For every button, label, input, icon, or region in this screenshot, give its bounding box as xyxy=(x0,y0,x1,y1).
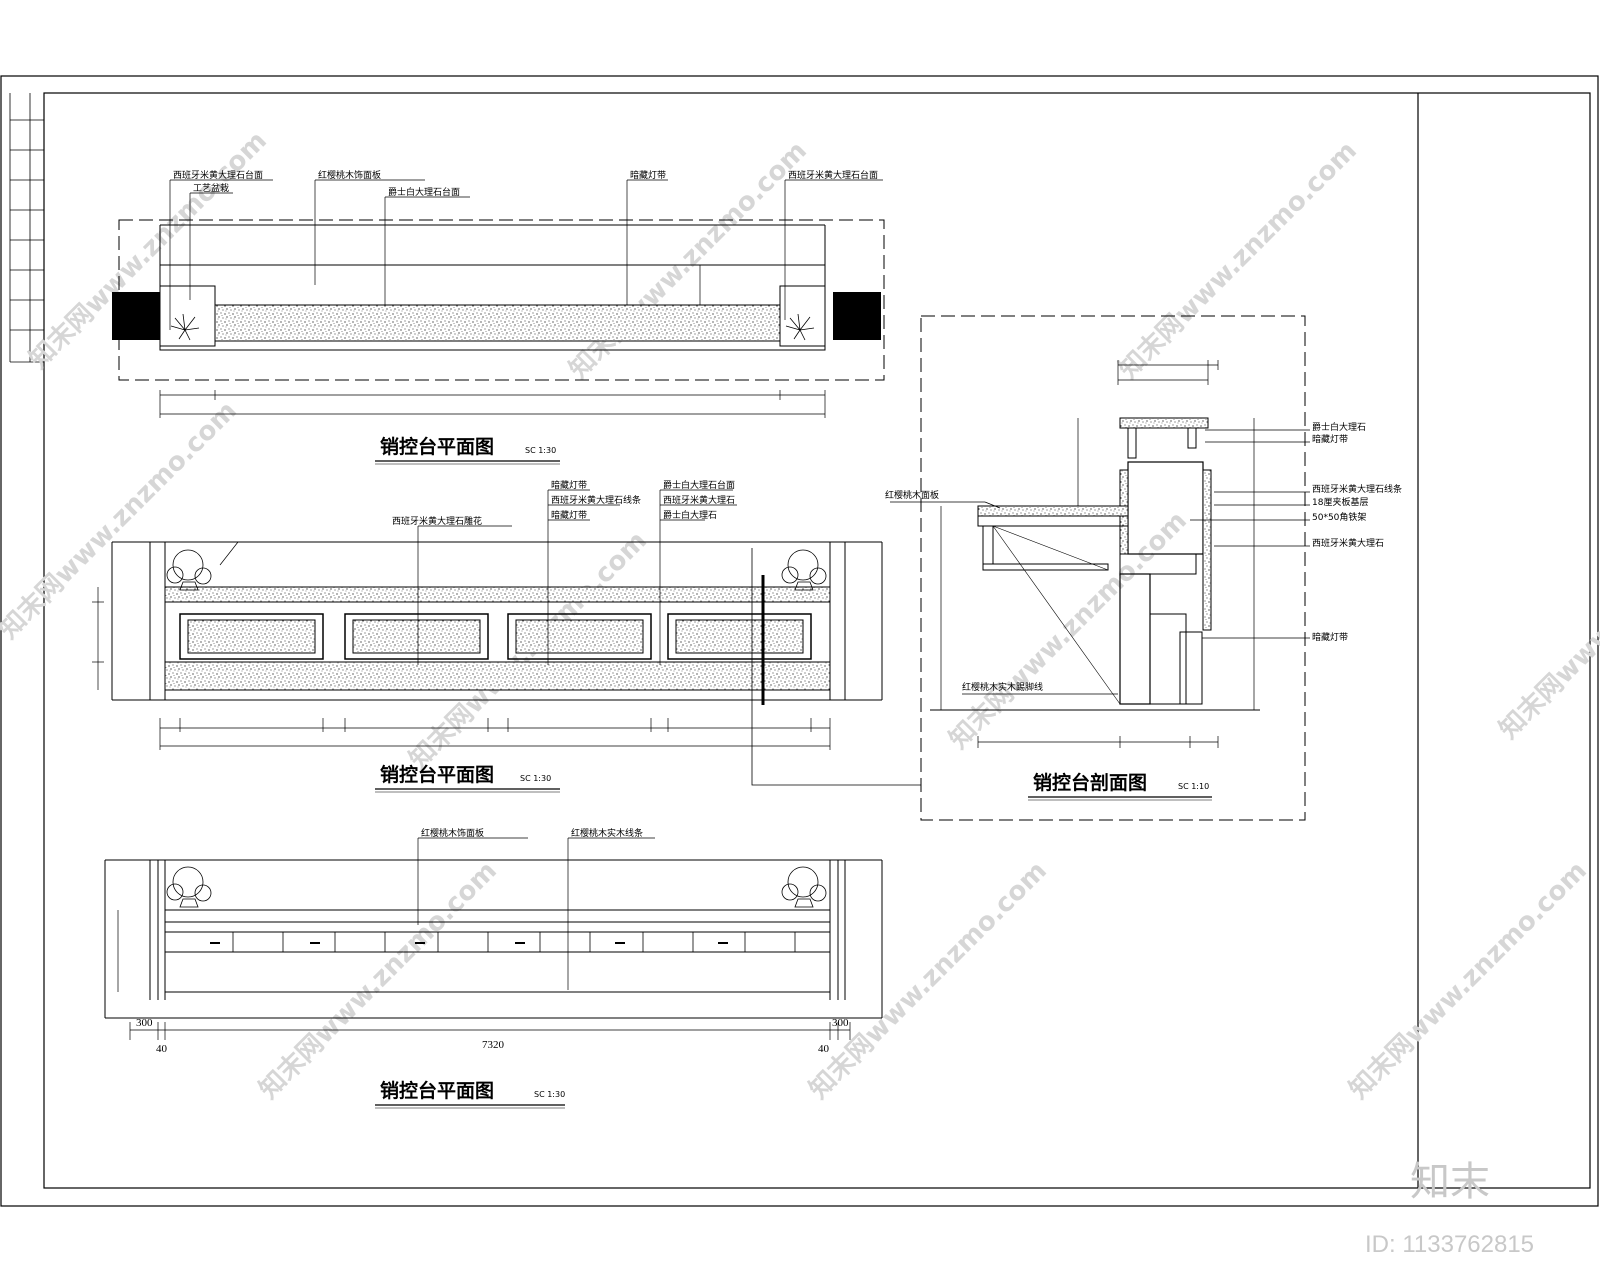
image-id-text: ID: 1133762815 xyxy=(1365,1231,1534,1258)
label-cherry-panel: 红樱桃木饰面板 xyxy=(318,169,381,181)
label-marble-trim: 西班牙米黄大理石线条 xyxy=(551,494,641,506)
revision-strip xyxy=(9,93,45,363)
title-plan-2: 销控台平面图 xyxy=(380,763,494,786)
plan-view-1: 西班牙米黄大理石台面 工艺盆栽 红樱桃木饰面板 爵士白大理石台面 暗藏灯带 西班… xyxy=(112,169,885,465)
label-led-strip: 暗藏灯带 xyxy=(630,169,666,181)
label-cherry-panel: 红樱桃木饰面板 xyxy=(421,827,484,839)
label-spanish-marble: 西班牙米黄大理石 xyxy=(663,494,735,506)
leader-lines xyxy=(169,179,883,330)
column-right xyxy=(833,292,881,340)
label-led-strip-2: 暗藏灯带 xyxy=(551,509,587,521)
countertop-edge xyxy=(164,909,831,923)
leader-lines xyxy=(219,489,737,665)
label-spanish-marble: 西班牙米黄大理石 xyxy=(1312,537,1384,549)
dim-300-left: 300 xyxy=(136,1017,153,1029)
watermarks: 知末网www.znzmo.com 知末网www.znzmo.com 知末网www… xyxy=(0,126,1600,1105)
marble-countertop xyxy=(214,304,781,342)
label-marble-top-left: 西班牙米黄大理石台面 xyxy=(173,169,263,181)
label-cherry-panel: 红樱桃木面板 xyxy=(885,489,939,501)
drawers xyxy=(210,932,796,952)
label-white-marble: 爵士白大理石 xyxy=(663,509,717,521)
label-steel-frame: 50*50角铁架 xyxy=(1312,511,1366,523)
label-plywood-base: 18厘夹板基层 xyxy=(1312,496,1368,508)
drawer-row xyxy=(164,931,831,953)
label-carved-marble: 西班牙米黄大理石雕花 xyxy=(392,515,482,527)
dimension-lines xyxy=(159,265,826,418)
plan-view-3: 红樱桃木饰面板 红樱桃木实木线条 300 300 40 40 7320 销控台平… xyxy=(104,827,883,1109)
watermark-text: 知末网www.znzmo.com xyxy=(254,856,503,1105)
label-led-strip: 暗藏灯带 xyxy=(551,479,587,491)
label-white-marble: 爵士白大理石 xyxy=(1312,421,1366,433)
scale-plan-3: SC 1:30 xyxy=(534,1090,565,1099)
label-marble-top-right: 西班牙米黄大理石台面 xyxy=(788,169,878,181)
dim-total-length: 7320 xyxy=(482,1039,505,1051)
dim-40-left: 40 xyxy=(156,1043,168,1055)
base-marble-band xyxy=(164,661,831,691)
label-white-marble-top: 爵士白大理石台面 xyxy=(388,186,460,198)
dimension-lines xyxy=(940,360,1255,748)
dim-40-right: 40 xyxy=(818,1043,830,1055)
carved-panels xyxy=(179,613,812,660)
leader-lines xyxy=(117,837,655,992)
label-cherry-skirting: 红樱桃木实木踢脚线 xyxy=(962,681,1043,693)
scale-plan-1: SC 1:30 xyxy=(525,446,556,455)
top-marble-band xyxy=(164,586,831,603)
plant-icon xyxy=(166,866,212,908)
title-section: 销控台剖面图 xyxy=(1033,771,1147,794)
watermark-text: 知末网www.znzmo.com xyxy=(1344,856,1593,1105)
plant-icon xyxy=(781,866,827,908)
scale-plan-2: SC 1:30 xyxy=(520,774,551,783)
leader-lines xyxy=(890,429,1310,695)
watermark-text: 知末网www.znzmo.com xyxy=(944,506,1193,755)
marble-cap xyxy=(1119,417,1209,429)
watermark-text: 知末网www.znzmo.com xyxy=(564,136,813,385)
watermark-text: 知末网www.znzmo.com xyxy=(0,396,243,645)
watermark-text: 知末网www.znzmo.com xyxy=(1114,136,1363,385)
view-boundary xyxy=(118,219,885,381)
scale-section: SC 1:10 xyxy=(1178,782,1209,791)
plant-icon xyxy=(170,313,200,341)
label-led-strip-2: 暗藏灯带 xyxy=(1312,631,1348,643)
dimension-lines xyxy=(92,587,831,750)
watermark-text: 知末网www.znzmo.com xyxy=(804,856,1053,1105)
brand-logo: 知末 xyxy=(1410,1159,1490,1205)
dimension-lines xyxy=(129,1022,851,1040)
desk-top xyxy=(977,505,1129,517)
inner-frame xyxy=(43,92,1591,1189)
dim-300-right: 300 xyxy=(832,1017,849,1029)
outer-frame xyxy=(0,75,1599,1207)
label-cherry-trim: 红樱桃木实木线条 xyxy=(571,827,643,839)
column-left xyxy=(112,292,160,340)
title-plan-3: 销控台平面图 xyxy=(380,1079,494,1102)
label-plant: 工艺盆栽 xyxy=(193,182,229,194)
label-led-strip: 暗藏灯带 xyxy=(1312,433,1348,445)
watermark-text: 知末网www.znzmo.com xyxy=(1494,496,1600,745)
plant-icon xyxy=(781,549,827,591)
cabinet-panel xyxy=(164,951,831,993)
plant-icon xyxy=(166,549,212,591)
section-callout-line xyxy=(751,548,921,786)
plant-icon xyxy=(785,313,815,341)
view-boundary xyxy=(920,315,1306,821)
label-marble-trim: 西班牙米黄大理石线条 xyxy=(1312,483,1402,495)
plan-view-2: 西班牙米黄大理石雕花 暗藏灯带 西班牙米黄大理石线条 暗藏灯带 爵士白大理石台面… xyxy=(92,479,883,793)
section-view: 红樱桃木面板 红樱桃木实木踢脚线 爵士白大理石 暗藏灯带 西班牙米黄大理石线条 … xyxy=(751,315,1402,821)
label-white-marble-top: 爵士白大理石台面 xyxy=(663,479,735,491)
title-plan-1: 销控台平面图 xyxy=(380,435,494,458)
